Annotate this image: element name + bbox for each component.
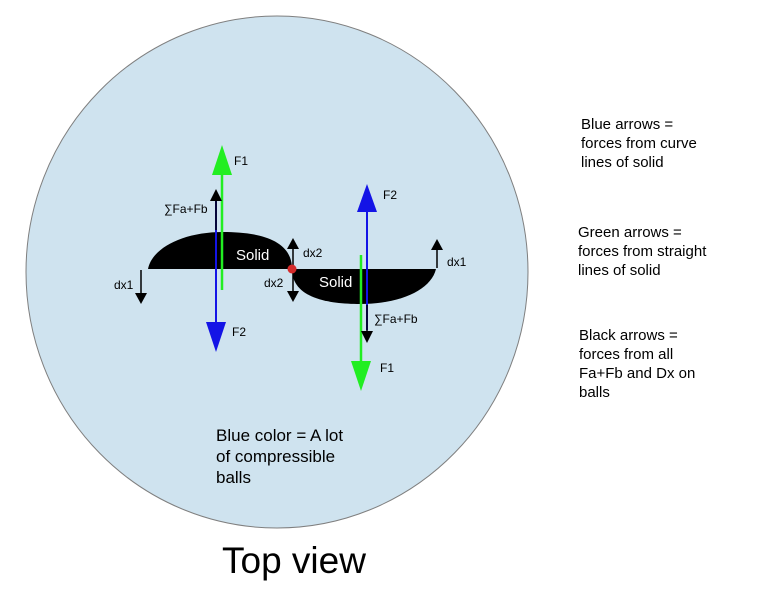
dx2-arrow-lower-head bbox=[287, 291, 299, 302]
label-dx1-left: dx1 bbox=[114, 278, 134, 292]
legend-line: Green arrows = bbox=[578, 224, 682, 241]
f2-arrow-left-head bbox=[206, 322, 226, 352]
balls-color-note: Blue color = A lot of compressible balls bbox=[216, 425, 343, 488]
solid-label-upper: Solid bbox=[236, 247, 269, 264]
label-sum-left: ∑Fa+Fb bbox=[164, 202, 208, 216]
legend-blue-arrows: Blue arrows = forces from curve lines of… bbox=[581, 115, 697, 172]
label-dx2-upper: dx2 bbox=[303, 246, 323, 260]
solid-label-lower: Solid bbox=[319, 274, 352, 291]
contact-point bbox=[287, 264, 297, 274]
balls-note-line: balls bbox=[216, 468, 251, 487]
legend-line: forces from curve bbox=[581, 135, 697, 152]
label-f1-left: F1 bbox=[234, 154, 248, 168]
label-sum-right: ∑Fa+Fb bbox=[374, 312, 418, 326]
f1-arrow-left-head bbox=[212, 145, 232, 175]
dx1-arrow-right-head bbox=[431, 239, 443, 250]
legend-line: Black arrows = bbox=[579, 327, 678, 344]
label-f2-right: F2 bbox=[383, 188, 397, 202]
legend-line: Blue arrows = bbox=[581, 116, 674, 133]
legend-line: balls bbox=[579, 384, 610, 401]
dx2-arrow-upper-head bbox=[287, 238, 299, 249]
legend-green-arrows: Green arrows = forces from straight line… bbox=[578, 223, 706, 280]
label-f2-left: F2 bbox=[232, 325, 246, 339]
net-force-arrow-left-head bbox=[210, 189, 222, 201]
page-title: Top view bbox=[222, 540, 366, 581]
legend-line: lines of solid bbox=[581, 154, 664, 171]
balls-note-line: of compressible bbox=[216, 447, 336, 466]
label-f1-right: F1 bbox=[380, 361, 394, 375]
balls-note-line: Blue color = A lot bbox=[216, 426, 344, 445]
legend-line: Fa+Fb and Dx on bbox=[579, 365, 696, 382]
label-dx2-lower: dx2 bbox=[264, 276, 284, 290]
net-force-arrow-right-head bbox=[361, 331, 373, 343]
f1-arrow-right-head bbox=[351, 361, 371, 391]
dx1-arrow-left-head bbox=[135, 293, 147, 304]
legend-line: forces from all bbox=[579, 346, 674, 363]
legend-black-arrows: Black arrows = forces from all Fa+Fb and… bbox=[579, 326, 695, 402]
label-dx1-right: dx1 bbox=[447, 255, 467, 269]
f2-arrow-right-head bbox=[357, 184, 377, 212]
legend-line: forces from straight bbox=[578, 243, 707, 260]
solid-lower-right bbox=[292, 269, 436, 304]
balls-container-circle bbox=[25, 15, 529, 529]
legend-line: lines of solid bbox=[578, 262, 661, 279]
solid-upper-left bbox=[148, 232, 292, 269]
